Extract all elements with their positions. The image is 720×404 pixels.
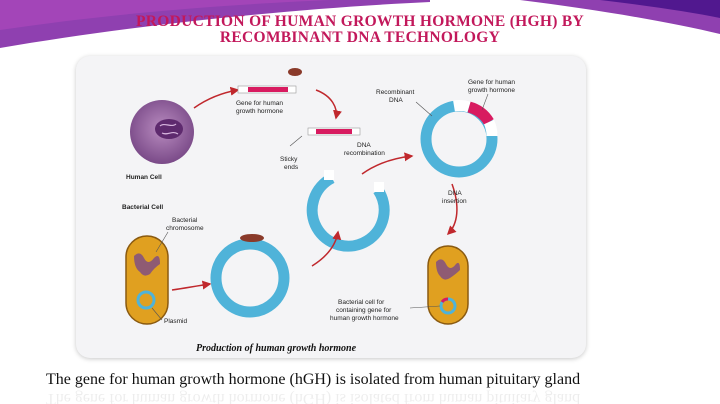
isolated-gene: [237, 68, 302, 94]
result-pointer: [409, 305, 441, 309]
gene-label-2: growth hormone: [236, 108, 283, 115]
bacterial-cell: [125, 235, 169, 325]
diagram-caption: Production of human growth hormone: [196, 343, 357, 354]
gene-top-label-1: Gene for human: [468, 79, 515, 86]
result-label-2: containing gene for: [336, 307, 392, 314]
plasmid-label: Plasmid: [164, 318, 188, 325]
slide-title: PRODUCTION OF HUMAN GROWTH HORMONE (HGH)…: [0, 14, 720, 46]
arrow-to-recombinant: [361, 152, 414, 175]
plasmid-pointer: [151, 307, 163, 321]
gene-top-label-2: growth hormone: [468, 87, 515, 94]
arrow-gene-to-sticky: [315, 89, 342, 120]
recombinant-label-1: Recombinant: [376, 89, 414, 96]
dna-recomb-label-1: DNA: [357, 142, 371, 149]
human-cell-label: Human Cell: [126, 174, 162, 181]
decorative-swoosh: [0, 0, 720, 48]
sticky-ends-label-1: Sticky: [280, 156, 298, 163]
bact-chrom-pointer: [155, 231, 169, 253]
result-bacterium: [427, 245, 469, 325]
bact-chrom-label-1: Bacterial: [172, 217, 198, 224]
title-line-2: RECOMBINANT DNA TECHNOLOGY: [219, 29, 501, 46]
isolated-plasmid: [210, 234, 290, 318]
gene-label-1: Gene for human: [236, 100, 283, 107]
arrow-to-open-plasmid: [311, 230, 342, 267]
arrow-to-insertion: [446, 183, 458, 236]
dna-insertion-label-1: DNA: [448, 190, 462, 197]
open-plasmid: [306, 170, 390, 252]
sticky-ends-label-2: ends: [284, 164, 299, 171]
result-label-1: Bacterial cell for: [338, 299, 385, 306]
body-text: The gene for human growth hormone (hGH) …: [46, 371, 581, 388]
recombinant-pointer: [415, 101, 433, 117]
recombinant-label-2: DNA: [389, 97, 403, 104]
arrow-cell-to-gene: [193, 86, 240, 109]
title-line-1: PRODUCTION OF HUMAN GROWTH HORMONE (HGH)…: [135, 13, 585, 30]
bacterial-cell-label: Bacterial Cell: [122, 204, 163, 211]
dna-insertion-label-2: insertion: [442, 198, 467, 205]
sticky-end-gene: [289, 127, 361, 147]
result-label-3: human growth hormone: [330, 315, 399, 322]
recombinant-dna: [420, 100, 498, 178]
dna-recomb-label-2: recombination: [344, 150, 385, 157]
diagram-panel: Human Cell Gene for human growth hormone…: [76, 56, 586, 358]
arrow-to-plasmid: [171, 280, 212, 291]
body-text-reflection: The gene for human growth hormone (hGH) …: [46, 390, 581, 404]
hgh-diagram: Human Cell Gene for human growth hormone…: [122, 68, 515, 354]
gene-top-pointer: [481, 93, 489, 111]
human-cell: [130, 100, 194, 164]
bact-chrom-label-2: chromosome: [166, 225, 204, 232]
